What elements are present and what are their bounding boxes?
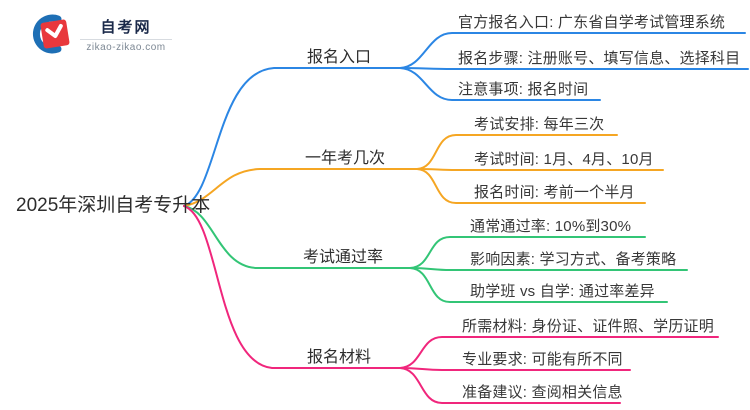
- leaf-materials-required: 所需材料: 身份证、证件照、学历证明: [462, 318, 714, 335]
- leaf-times-registration: 报名时间: 考前一个半月: [474, 184, 635, 201]
- leaf-passrate-factors: 影响因素: 学习方式、备考策略: [470, 251, 677, 268]
- branch-materials-label: 报名材料: [307, 349, 372, 366]
- leaf-materials-major: 专业要求: 可能有所不同: [462, 351, 623, 368]
- root-node-label: 2025年深圳自考专升本: [16, 195, 211, 216]
- leaf-entry-notes: 注意事项: 报名时间: [458, 81, 589, 98]
- branch-entry-label: 报名入口: [307, 49, 372, 66]
- site-url: zikao-zikao.com: [86, 41, 166, 53]
- branch-entry-lines: [183, 32, 749, 207]
- leaf-entry-official: 官方报名入口: 广东省自学考试管理系统: [458, 14, 726, 31]
- site-logo-text: 自考网 zikao-zikao.com: [80, 16, 172, 53]
- leaf-passrate-compare: 助学班 vs 自学: 通过率差异: [470, 283, 655, 300]
- branch-times-label: 一年考几次: [305, 150, 386, 167]
- leaf-times-months: 考试时间: 1月、4月、10月: [474, 151, 654, 168]
- branch-materials-lines: [183, 205, 719, 404]
- leaf-entry-steps: 报名步骤: 注册账号、填写信息、选择科目: [458, 50, 741, 67]
- site-name: 自考网: [100, 18, 152, 36]
- branch-passrate-lines: [183, 205, 688, 303]
- logo-divider: [80, 38, 172, 40]
- branch-times-lines: [183, 134, 664, 207]
- leaf-passrate-typical: 通常通过率: 10%到30%: [470, 218, 632, 235]
- branch-passrate-label: 考试通过率: [303, 249, 384, 266]
- leaf-times-schedule: 考试安排: 每年三次: [474, 116, 605, 133]
- site-logo: 自考网 zikao-zikao.com: [28, 12, 172, 56]
- leaf-materials-advice: 准备建议: 查阅相关信息: [462, 384, 623, 401]
- zikao-logo-icon: [33, 14, 70, 54]
